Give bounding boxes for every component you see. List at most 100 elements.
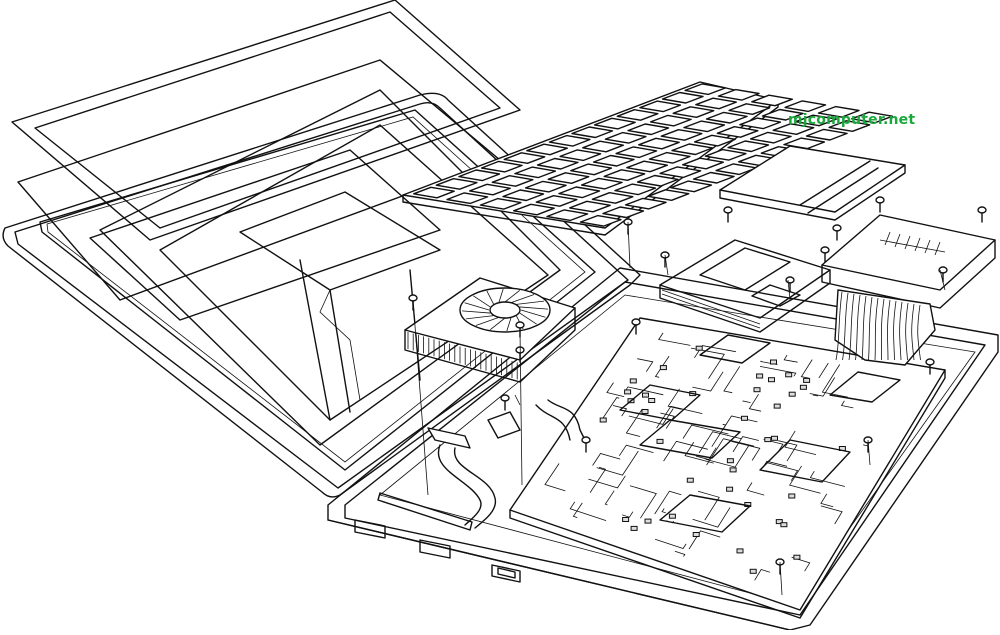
circuit-component <box>692 532 700 537</box>
circuit-trace <box>754 569 770 581</box>
keyboard-key <box>502 189 545 202</box>
circuit-component <box>780 522 788 528</box>
circuit-trace <box>697 490 720 521</box>
fan-blade <box>504 289 520 303</box>
screw <box>581 436 591 453</box>
circuit-component <box>736 548 744 554</box>
keyboard-key <box>660 128 703 141</box>
circuit-trace <box>654 490 682 515</box>
fan-blade <box>510 294 535 303</box>
screw <box>925 358 935 375</box>
touchpad <box>719 145 906 221</box>
keyboard-key <box>593 117 636 130</box>
keyboard-key <box>559 149 602 162</box>
keyboard-key <box>648 151 691 164</box>
ribbon-wire <box>917 304 921 361</box>
keyboard-key <box>536 157 579 170</box>
assembly-guides <box>412 221 946 596</box>
circuit-trace <box>660 412 675 429</box>
circuit-component <box>642 392 649 398</box>
keyboard-key <box>805 128 848 141</box>
circuit-trace <box>592 453 621 466</box>
ribbon-wire <box>842 292 849 361</box>
circuit-component <box>773 403 781 409</box>
circuit-component <box>726 458 734 464</box>
circuit-trace <box>600 397 620 422</box>
screw <box>832 224 842 241</box>
ribbon-wire <box>899 301 903 361</box>
screen-lid <box>2 0 641 498</box>
keyboard-key <box>602 206 645 219</box>
circuit-trace <box>698 431 742 454</box>
keyboard-key <box>828 120 871 133</box>
screw <box>723 206 733 223</box>
circuit-component <box>659 365 667 371</box>
keyboard-key <box>616 108 659 121</box>
circuit-component <box>770 359 777 365</box>
keyboard-key <box>784 100 827 113</box>
circuit-trace <box>809 377 836 397</box>
keyboard-key <box>659 166 702 179</box>
keyboard-key <box>739 117 782 130</box>
keyboard-key <box>491 174 534 187</box>
circuit-component <box>768 377 775 383</box>
circuit-trace <box>604 490 615 506</box>
circuit-trace <box>692 371 724 392</box>
keyboard-key <box>728 103 771 116</box>
circuit-trace <box>654 538 687 549</box>
circuit-component <box>629 378 637 384</box>
circuit-trace <box>544 463 566 492</box>
circuit-component <box>775 519 783 525</box>
circuit-trace <box>800 359 813 379</box>
circuit-component <box>686 477 694 483</box>
circuit-trace <box>723 366 741 394</box>
keyboard-key <box>615 146 658 159</box>
keyboard-key <box>435 177 478 190</box>
circuit-component <box>622 517 630 522</box>
fan-blade <box>490 317 506 331</box>
keyboard-key <box>636 174 679 187</box>
circuit-trace <box>778 440 798 462</box>
keyboard-key <box>851 111 893 124</box>
keyboard-key <box>795 114 837 127</box>
keyboard-key <box>604 131 647 144</box>
circuit-trace <box>731 440 761 461</box>
fan-blade <box>465 315 494 320</box>
circuit-trace <box>682 424 729 439</box>
keyboard-key <box>535 194 578 207</box>
circuit-component <box>753 387 761 393</box>
watermark-text: mjcomputer.net <box>788 112 916 128</box>
keyboard-key <box>627 123 670 136</box>
keyboard-key <box>548 134 591 147</box>
circuit-component <box>785 372 793 378</box>
circuit-component <box>799 384 807 390</box>
circuit-trace <box>818 362 829 379</box>
circuit-traces <box>544 332 869 581</box>
screw <box>660 251 670 268</box>
circuit-component <box>695 345 703 351</box>
fan-blade <box>486 290 495 305</box>
circuit-trace <box>588 475 626 489</box>
keyboard-key <box>670 180 713 193</box>
circuit-trace <box>767 462 799 481</box>
circuit-component <box>793 554 801 560</box>
ribbon-wire <box>848 293 855 361</box>
keyboard-key <box>546 209 589 222</box>
circuit-trace <box>628 408 674 425</box>
circuit-trace <box>656 405 703 429</box>
circuit-trace <box>622 511 634 518</box>
circuit-component <box>656 438 664 444</box>
circuit-trace <box>663 440 708 462</box>
circuit-component <box>729 467 737 473</box>
circuit-trace <box>661 508 666 514</box>
circuit-trace <box>654 355 670 378</box>
circuit-trace <box>783 354 798 363</box>
circuit-trace <box>694 345 736 359</box>
screw <box>977 206 987 223</box>
circuit-component <box>756 373 764 379</box>
circuit-component <box>788 493 796 499</box>
keyboard-key <box>413 186 455 199</box>
circuit-trace <box>706 438 755 466</box>
keyboard-key <box>692 171 735 184</box>
